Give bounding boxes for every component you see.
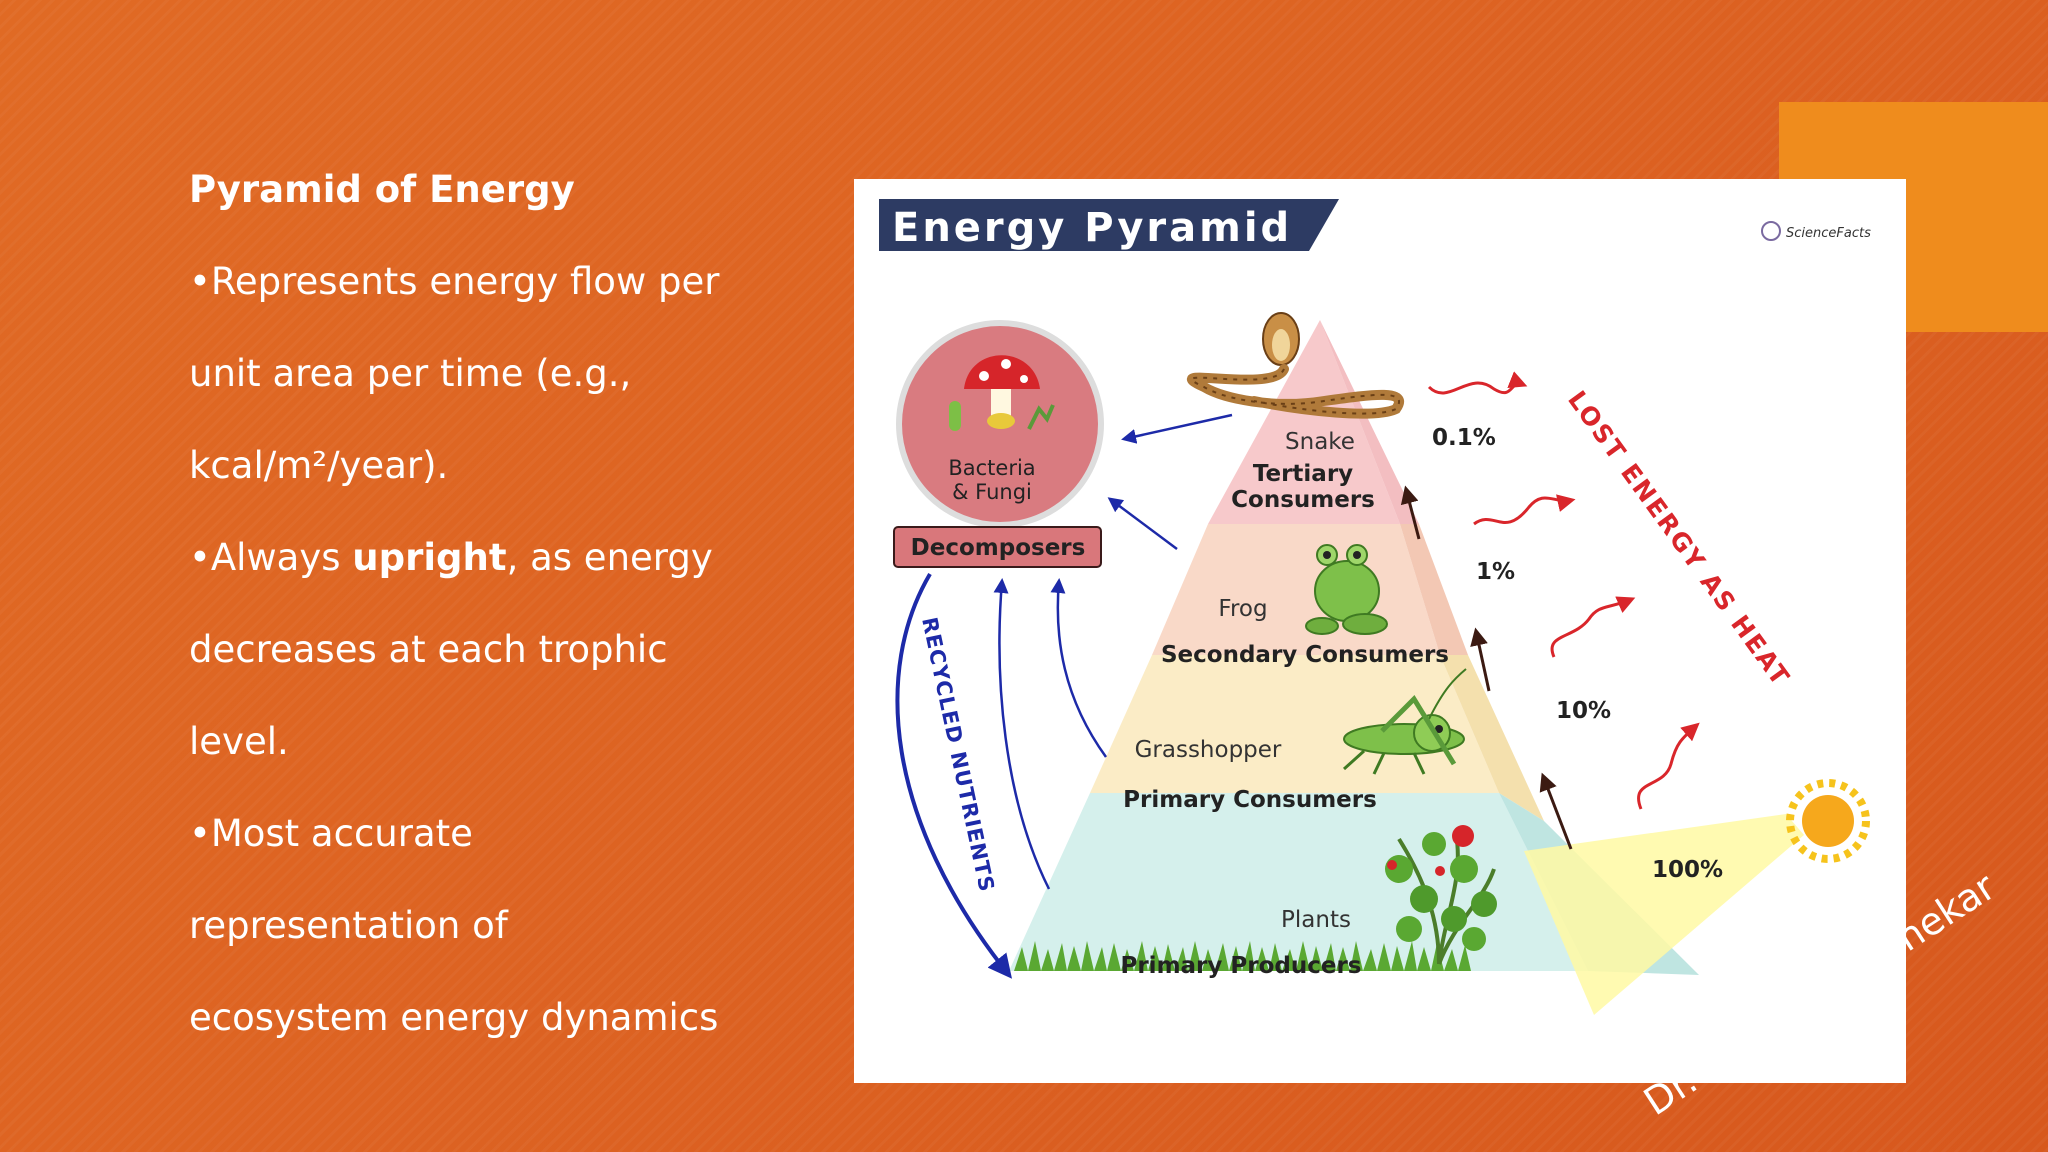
decomposers-label: Decomposers [911, 535, 1086, 561]
sunlight-beam [1524, 814, 1804, 1015]
slide-text: Pyramid of Energy •Represents energy flo… [189, 162, 749, 1082]
tier-level-label: Primary Consumers [1123, 787, 1377, 813]
decomposition-arrow [1050, 578, 1108, 758]
decomposers-label-box [893, 526, 1102, 568]
percent-label: 10% [1556, 698, 1611, 724]
energy-up-arrow [1400, 485, 1421, 540]
slide-heading: Pyramid of Energy [189, 168, 575, 211]
tier-level-label: Secondary Consumers [1161, 642, 1449, 668]
heat-arrow [1427, 371, 1528, 395]
bullet-line: representation of [189, 904, 508, 947]
tier-organism-label: Frog [1218, 596, 1267, 622]
bullet-line: unit area per time (e.g., [189, 352, 632, 395]
tier-tertiary [1208, 320, 1400, 524]
tier-secondary [1152, 524, 1440, 655]
tier-level-label: Primary Producers [1120, 953, 1361, 979]
bullet-line: •Always upright, as energy [189, 530, 749, 622]
energy-pyramid-figure: Energy Pyramid ScienceFacts Snake Tertia… [854, 179, 1906, 1083]
energy-up-arrow [1539, 772, 1573, 850]
sun-icon [1786, 779, 1870, 863]
heat-arrow [1637, 722, 1700, 810]
tier-level-label: Consumers [1231, 487, 1375, 513]
percent-label: 1% [1476, 559, 1515, 585]
atom-icon [1761, 221, 1781, 241]
fungi-icon [1027, 404, 1055, 430]
brand-name: ScienceFacts [1786, 226, 1871, 241]
side-face [1400, 524, 1468, 655]
recycled-nutrients-arrow [895, 572, 1012, 979]
bullet-line: ecosystem energy dynamics [189, 996, 719, 1039]
tier-organism-label: Snake [1285, 429, 1355, 455]
bullet-line: kcal/m²/year). [189, 444, 449, 487]
decomposition-arrow [993, 578, 1051, 890]
bullet-line: level. [189, 720, 289, 763]
bullet-line: decreases at each trophic [189, 628, 668, 671]
percent-label: 100% [1652, 857, 1723, 883]
tier-organism-label: Plants [1281, 907, 1351, 933]
bullet-prefix: •Always [189, 536, 353, 579]
bullet-suffix: , as energy [506, 536, 713, 579]
bacteria-icon [949, 401, 961, 431]
grasshopper-icon [1342, 668, 1467, 775]
tier-organism-label: Grasshopper [1135, 737, 1282, 763]
bullet-line: •Most accurate [189, 812, 473, 855]
decomposition-arrow [1121, 413, 1233, 444]
grass [1014, 941, 1471, 971]
mushroom-icon [964, 355, 1040, 429]
title-banner [879, 199, 1339, 251]
decomposer-circle-label: & Fungi [952, 480, 1032, 504]
tier-level-label: Tertiary [1253, 461, 1353, 487]
energy-pyramid-diagram: Energy Pyramid ScienceFacts Snake Tertia… [879, 199, 1871, 1015]
plant-icon [1385, 825, 1497, 965]
bullet-bold: upright [352, 536, 507, 579]
diagram-title: Energy Pyramid [892, 205, 1292, 251]
decomposer-circle-label: Bacteria [948, 456, 1035, 480]
energy-up-arrow [1470, 627, 1491, 692]
percent-label: 0.1% [1432, 425, 1496, 451]
heat-arrow [1550, 596, 1636, 658]
lost-energy-label: LOST ENERGY AS HEAT [1562, 385, 1796, 691]
tier-primary-consumers [1090, 655, 1499, 793]
snake-icon [1187, 312, 1404, 419]
tier-producers [1009, 793, 1588, 971]
bullet-line: •Represents energy flow per [189, 260, 720, 303]
recycled-nutrients-label: RECYCLED NUTRIENTS [917, 615, 999, 894]
frog-icon [1305, 544, 1388, 635]
side-face [1320, 320, 1419, 524]
heat-arrow [1473, 494, 1576, 526]
decomposition-arrow [1107, 497, 1178, 551]
side-face [1440, 655, 1544, 821]
brand-logo: ScienceFacts [1761, 221, 1871, 241]
